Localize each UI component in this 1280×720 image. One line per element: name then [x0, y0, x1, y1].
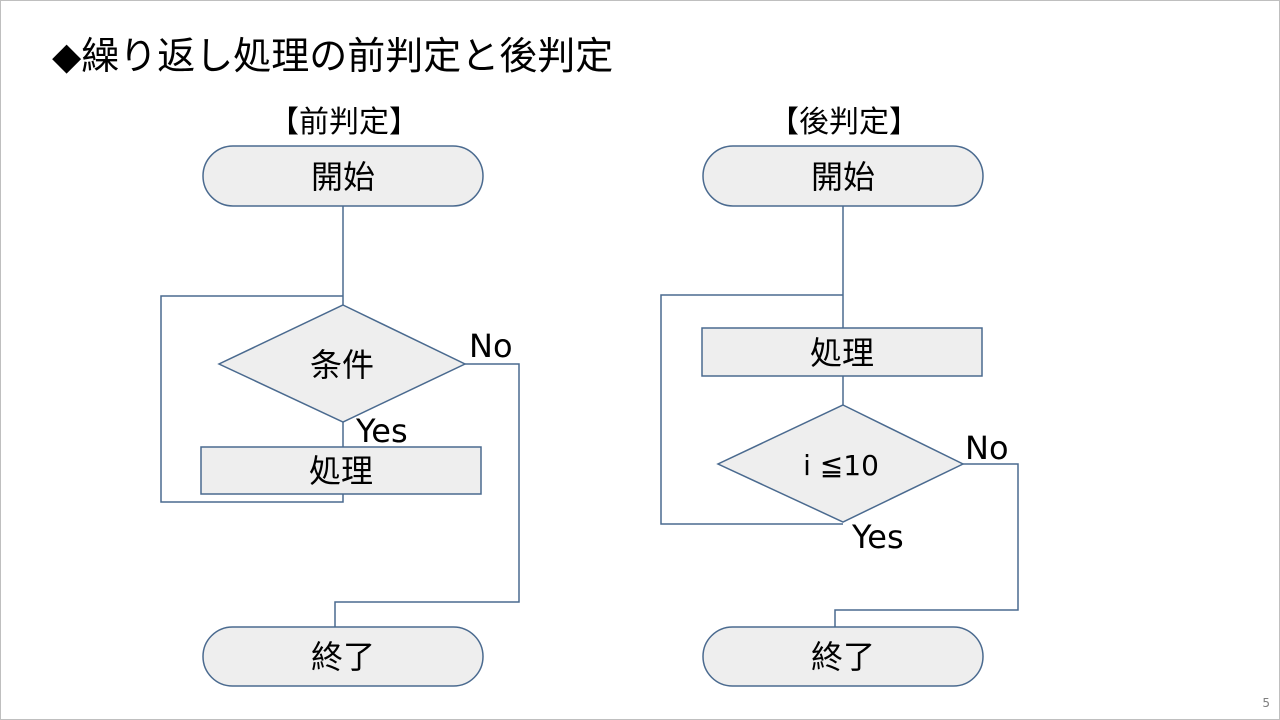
- page-number: 5: [1262, 696, 1270, 710]
- pre-end-terminator: [202, 626, 484, 687]
- pre-start-terminator: [202, 145, 484, 207]
- loop-back-line: [660, 294, 843, 525]
- loop-back-line: [160, 295, 344, 503]
- pre-no-label: No: [469, 327, 513, 365]
- pre-end-label: 終了: [311, 638, 375, 676]
- pre-start-label: 開始: [311, 158, 375, 196]
- post-start-terminator: [702, 145, 984, 207]
- pre-process-box: [200, 446, 482, 495]
- pre-condition-label: 条件: [310, 346, 374, 384]
- post-check-heading: 【後判定】: [769, 105, 919, 140]
- pre-process-label: 処理: [309, 452, 373, 490]
- post-condition-label: i ≦10: [803, 449, 879, 482]
- pre-condition-diamond: [217, 304, 467, 423]
- post-process-box: [701, 327, 983, 377]
- connector-no-to-end: [834, 463, 1019, 627]
- post-yes-label: Yes: [851, 518, 904, 556]
- pre-yes-label: Yes: [355, 412, 408, 450]
- post-condition-diamond: [716, 404, 965, 523]
- slide-title: ◆繰り返し処理の前判定と後判定: [52, 34, 614, 78]
- connector-no-to-end: [334, 363, 520, 627]
- post-process-label: 処理: [810, 334, 874, 372]
- pre-check-flowchart: 【前判定】 開始 条件 No Yes 処理 終了: [160, 105, 520, 687]
- pre-check-heading: 【前判定】: [269, 105, 419, 140]
- post-end-label: 終了: [811, 638, 875, 676]
- post-end-terminator: [702, 626, 984, 687]
- post-start-label: 開始: [811, 158, 875, 196]
- post-no-label: No: [965, 429, 1009, 467]
- post-check-flowchart: 【後判定】 開始 処理 i ≦10 No Yes 終了: [660, 105, 1019, 687]
